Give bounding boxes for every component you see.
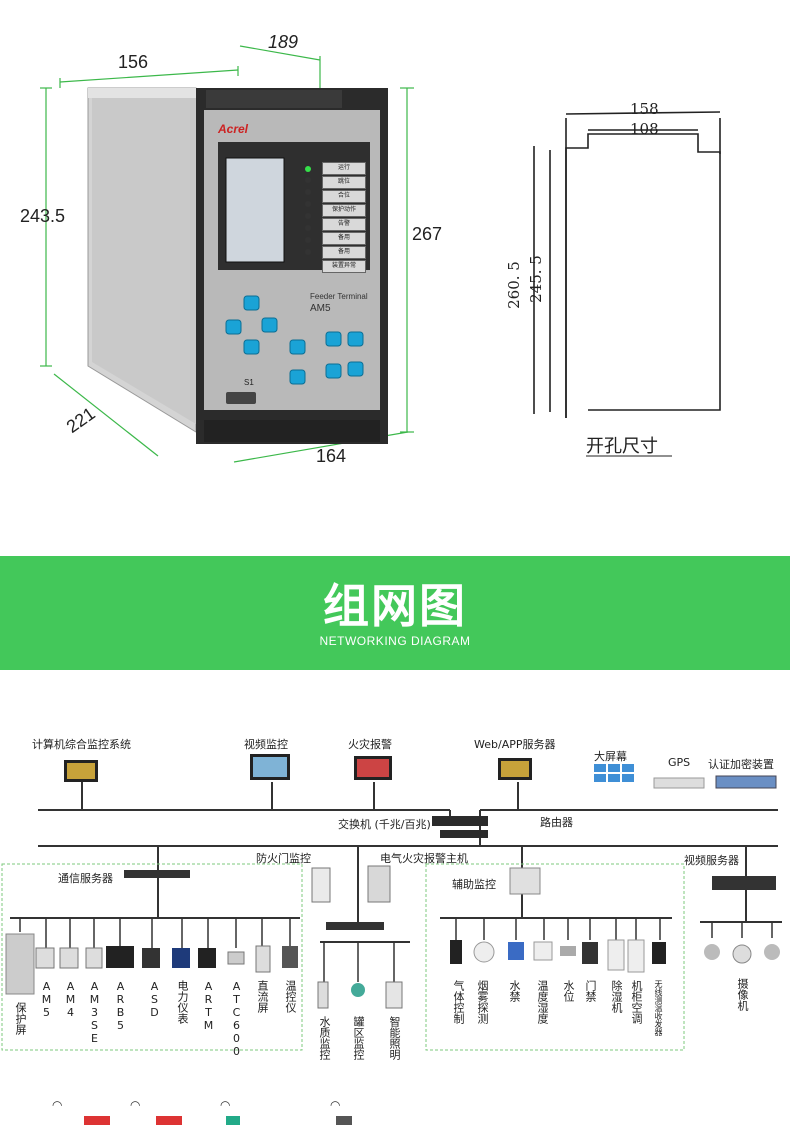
indicator-item: 跳位	[322, 176, 366, 189]
indicator-item: 运行	[322, 162, 366, 175]
label-comm-server: 通信服务器	[58, 872, 113, 885]
device-label: 温度湿度	[536, 980, 549, 1024]
label-computer-system: 计算机综合监控系统	[32, 738, 131, 751]
label-video-monitor: 视频监控	[244, 738, 288, 751]
device-label: 智能照明	[388, 1016, 401, 1060]
section-banner: 组网图 NETWORKING DIAGRAM	[0, 556, 790, 670]
label-elec-fire: 电气火灾报警主机	[380, 852, 468, 865]
device-label: AM3SE	[88, 980, 101, 1045]
wifi-icon: ◠	[130, 1098, 141, 1112]
port-label: S1	[244, 378, 254, 387]
banner-subtitle: NETWORKING DIAGRAM	[319, 634, 471, 648]
label-video-server: 视频服务器	[684, 854, 739, 867]
device-label: 水位	[562, 980, 575, 1002]
model-text-label: Feeder Terminal	[310, 292, 368, 301]
device-label: 烟雾探测	[476, 980, 489, 1024]
model-code-label: AM5	[310, 303, 331, 314]
dim-height-right: 267	[412, 224, 443, 244]
indicator-item: 保护动作	[322, 204, 366, 217]
label-gps: GPS	[668, 756, 691, 769]
cutout-inner-width: 108	[630, 120, 659, 138]
device-label: 水质监控	[318, 1016, 331, 1060]
brand-label: Acrel	[218, 122, 249, 136]
label-aux-monitor: 辅助监控	[452, 878, 496, 891]
cutout-outer-width: 158	[630, 100, 659, 118]
banner-title: 组网图	[323, 579, 467, 633]
product-drawing: Acrel Feeder Terminal AM5 S1 运行 跳位 合位 保护…	[0, 0, 790, 520]
wifi-icon: ◠	[52, 1098, 63, 1112]
label-router: 路由器	[540, 816, 573, 829]
dim-width-top: 156	[118, 52, 149, 72]
device-label: 无线测温收发器	[654, 980, 663, 1036]
device-label: 机柜空调	[630, 980, 643, 1024]
label-fire-door: 防火门监控	[256, 852, 311, 865]
indicator-list: 运行 跳位 合位 保护动作 告警 备用 备用 装置异常	[322, 162, 366, 274]
indicator-item: 合位	[322, 190, 366, 203]
device-label: 直流屏	[256, 980, 269, 1013]
device-label: ARTM	[202, 980, 215, 1032]
device-label: ATC600	[230, 980, 243, 1058]
label-web-server: Web/APP服务器	[474, 738, 556, 751]
dim-width-bottom: 164	[316, 446, 347, 466]
label-encryption: 认证加密装置	[708, 758, 774, 771]
wifi-icon: ◠	[220, 1098, 231, 1112]
device-label: 除湿机	[610, 980, 623, 1013]
device-label-cameras: 摄像机	[736, 978, 749, 1011]
dim-height-left: 243.5	[20, 206, 66, 226]
label-switch: 交换机 (千兆/百兆)	[338, 818, 431, 831]
device-label: ASD	[148, 980, 161, 1019]
device-label: 门禁	[584, 980, 597, 1002]
device-label: ARB5	[114, 980, 127, 1032]
device-label: AM4	[64, 980, 77, 1019]
device-label: 温控仪	[284, 980, 297, 1013]
cutout-outer-height: 260. 5	[504, 261, 523, 309]
label-fire-alarm: 火灾报警	[348, 738, 392, 751]
device-label: 罐区监控	[352, 1016, 365, 1060]
dim-depth-top: 189	[268, 32, 299, 52]
device-label: 保护屏	[14, 1002, 27, 1035]
device-label: 水禁	[508, 980, 521, 1002]
indicator-item: 装置异常	[322, 260, 366, 273]
network-svg	[1, 754, 782, 1126]
cutout-caption: 开孔尺寸	[586, 436, 658, 457]
device-label: 气体控制	[452, 980, 465, 1024]
indicator-item: 告警	[322, 218, 366, 231]
indicator-item: 备用	[322, 232, 366, 245]
wifi-icon: ◠	[330, 1098, 341, 1112]
indicator-item: 备用	[322, 246, 366, 259]
product-svg	[40, 45, 721, 463]
device-label: 电力仪表	[176, 980, 189, 1024]
cutout-inner-height: 245. 5	[526, 255, 545, 303]
network-diagram: 计算机综合监控系统 视频监控 火灾报警 Web/APP服务器 大屏幕 GPS 认…	[0, 690, 790, 1126]
label-big-screen: 大屏幕	[594, 750, 627, 763]
device-label: AM5	[40, 980, 53, 1019]
